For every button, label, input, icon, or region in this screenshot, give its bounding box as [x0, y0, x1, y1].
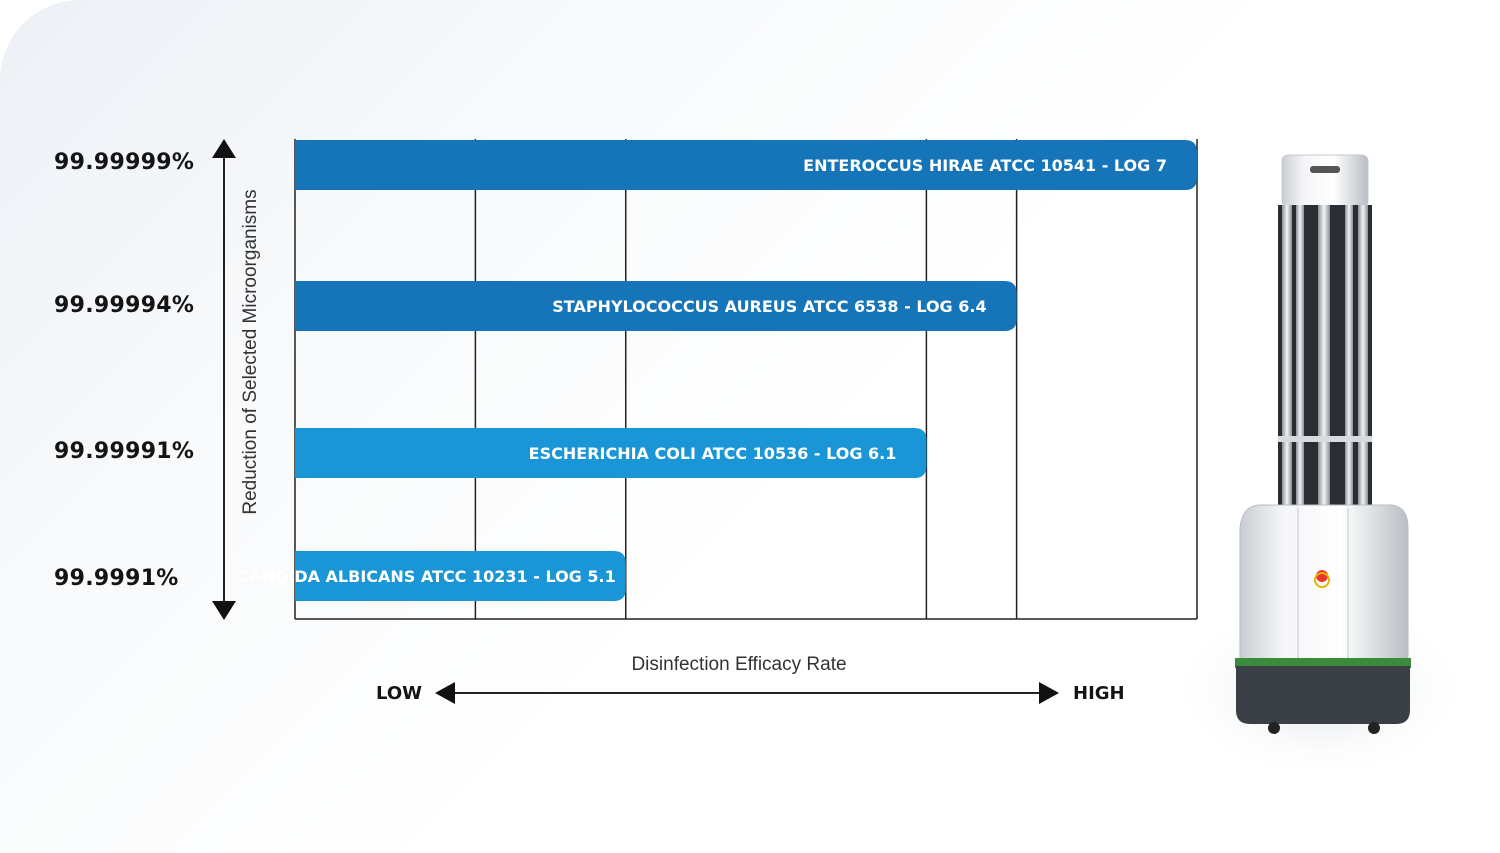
reduction-label-4: 99.9991%	[54, 566, 179, 591]
reduction-label-2: 99.99994%	[54, 293, 195, 318]
x-axis-high-label: HIGH	[1073, 683, 1125, 704]
bar-2	[295, 281, 1017, 331]
bar-label-2: STAPHYLOCOCCUS AUREUS ATCC 6538 - LOG 6.…	[552, 297, 986, 316]
x-axis-arrow	[435, 682, 1059, 704]
uv-robot-image	[1170, 154, 1470, 780]
bar-label-4: CANDIDA ALBICANS ATCC 10231 - LOG 5.1	[238, 567, 616, 586]
bar-4	[295, 551, 626, 601]
x-axis-low-label: LOW	[376, 683, 422, 704]
reduction-label-1: 99.99999%	[54, 150, 195, 175]
y-axis-arrow	[212, 139, 236, 620]
reduction-label-3: 99.99991%	[54, 439, 195, 464]
x-axis-title: Disinfection Efficacy Rate	[631, 654, 847, 675]
bar-3	[295, 428, 927, 478]
bar-label-3: ESCHERICHIA COLI ATCC 10536 - LOG 6.1	[529, 444, 897, 463]
chart-grid	[294, 139, 1198, 620]
bar-label-1: ENTEROCCUS HIRAE ATCC 10541 - LOG 7	[803, 156, 1167, 175]
bar-1	[295, 140, 1197, 190]
bars-group: ENTEROCCUS HIRAE ATCC 10541 - LOG 7 STAPH…	[238, 140, 1197, 601]
